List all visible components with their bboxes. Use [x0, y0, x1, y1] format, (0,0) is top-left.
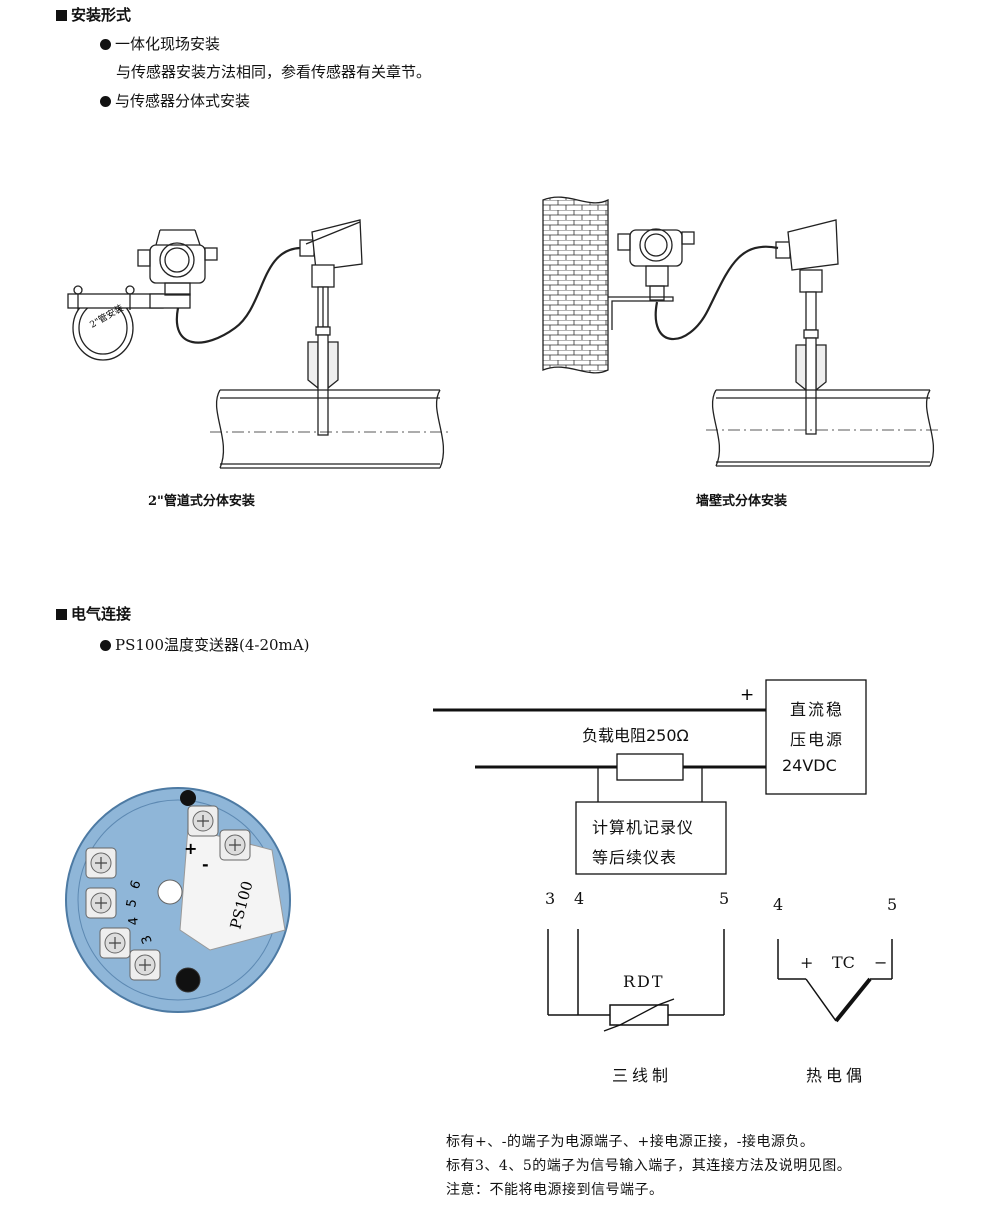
tc-terminal-5: 5: [887, 895, 898, 914]
note-line: 标有+、-的端子为电源端子、+接电源正接，-接电源负。: [446, 1134, 815, 1150]
rdt-diagram: [547, 929, 725, 1032]
terminal-5-label: 5: [124, 898, 140, 909]
ps100-module-illustration: + - 6 5 4 3 PS100: [65, 787, 291, 1013]
power-supply-line2: 压电源: [790, 730, 845, 749]
wiring-diagram: +: [433, 679, 867, 875]
tc-terminal-4: 4: [773, 895, 784, 914]
square-bullet-icon: [56, 609, 67, 620]
rdt-terminal-4: 4: [574, 889, 585, 908]
rdt-label: RDT: [623, 972, 665, 991]
tc-caption: 热电偶: [806, 1066, 867, 1085]
notes-block: 标有+、-的端子为电源端子、+接电源正接，-接电源负。 标有3、4、5的端子为信…: [446, 1130, 851, 1202]
electrical-item-ps100: PS100温度变送器(4-20mA): [100, 634, 309, 655]
pipe-mount-drawing: 2"管安装: [67, 219, 450, 469]
install-item-integrated: 一体化现场安装: [100, 33, 220, 54]
wall-caption: 墙壁式分体安装: [696, 494, 788, 509]
power-supply-line3: 24VDC: [782, 756, 837, 775]
terminal-minus-label: -: [202, 855, 209, 874]
recorder-line2: 等后续仪表: [592, 848, 678, 867]
sensor-head-icon: [311, 219, 363, 271]
power-supply-line1: 直流稳: [790, 700, 845, 719]
tc-plus: +: [800, 953, 814, 972]
square-bullet-icon: [56, 10, 67, 21]
load-resistor-label: 负载电阻250Ω: [582, 726, 689, 745]
brick-wall-icon: [542, 196, 609, 374]
rdt-terminal-3: 3: [545, 889, 556, 908]
tc-minus: −: [874, 953, 888, 972]
bullet-icon: [100, 96, 111, 107]
bullet-icon: [100, 640, 111, 651]
pipe-caption: 2"管道式分体安装: [148, 494, 255, 509]
load-resistor-icon: [616, 753, 684, 781]
cable-icon: [175, 246, 301, 344]
cable-icon: [654, 245, 779, 341]
electrical-heading: 电气连接: [56, 603, 131, 624]
note-line: 标有3、4、5的端子为信号输入端子，其连接方法及说明见图。: [446, 1158, 852, 1174]
wall-mount-drawing: [542, 196, 938, 467]
recorder-line1: 计算机记录仪: [592, 818, 695, 837]
recorder-box: [575, 801, 727, 875]
sensor-head-icon: [787, 219, 839, 271]
tc-diagram: [777, 939, 893, 1023]
rdt-terminal-5: 5: [719, 889, 730, 908]
positive-sign: +: [740, 685, 754, 705]
terminal-plus-label: +: [184, 839, 197, 858]
tc-label: TC: [832, 953, 855, 972]
rdt-caption: 三线制: [612, 1066, 673, 1085]
bullet-icon: [100, 39, 111, 50]
power-supply-box: [765, 679, 867, 795]
install-item-split: 与传感器分体式安装: [100, 90, 250, 111]
note-line: 注意：不能将电源接到信号端子。: [446, 1182, 664, 1198]
install-heading: 安装形式: [56, 4, 131, 25]
install-item-integrated-desc: 与传感器安装方法相同，参看传感器有关章节。: [116, 63, 432, 81]
terminal-4-label: 4: [126, 916, 142, 926]
